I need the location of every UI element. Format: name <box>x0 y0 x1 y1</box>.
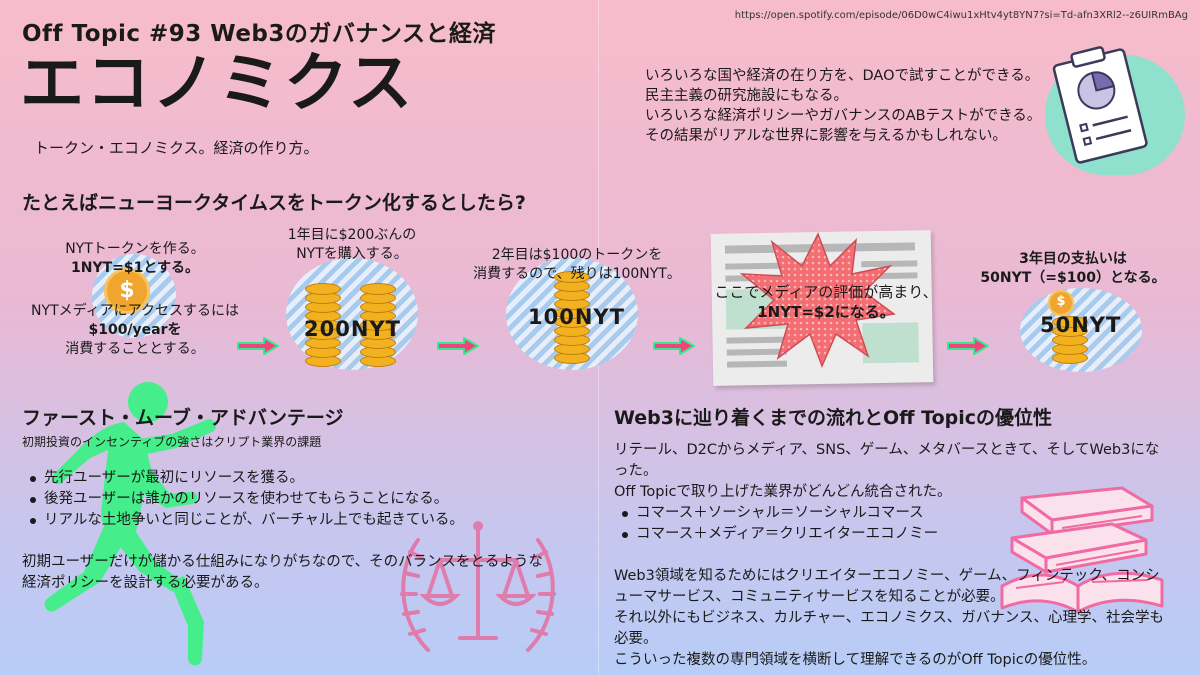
intro-line: いろいろな経済ポリシーやガバナンスのABテストができる。 <box>645 108 1042 124</box>
step1-line: NYTメディアにアクセスするには <box>31 303 239 319</box>
step1-line: 消費することとする。 <box>65 341 205 357</box>
topic-title: エコノミクス <box>20 47 415 121</box>
first-move-bullets: 先行ユーザーが最初にリソースを獲る。 後発ユーザーは誰かのリソースを使わせてもら… <box>22 468 464 531</box>
topic-subtitle: トークン・エコノミクス。経済の作り方。 <box>34 139 319 157</box>
intro-line: 民主主義の研究施設にもなる。 <box>645 88 848 104</box>
step3-line: 消費するので、残りは100NYT。 <box>473 266 681 282</box>
step2-text: 1年目に$200ぶんの NYTを購入する。 <box>262 226 442 264</box>
step4-text: ここでメディアの評価が高まり、 1NYT=$2になる。 <box>706 282 946 322</box>
step1-line: NYTトークンを作る。 <box>65 241 205 257</box>
para-line: それ以外にもビジネス、カルチャー、エコノミクス、ガバナンス、心理学、社会学も <box>614 610 1164 626</box>
step2-line: 1年目に$200ぶんの <box>287 227 417 243</box>
step4-line: ここでメディアの評価が高まり、 <box>714 283 938 301</box>
coin-stacks-icon <box>300 275 410 370</box>
books-icon <box>1000 486 1164 614</box>
first-move-closing: 初期ユーザーだけが儲かる仕組みになりがちなので、そのバランスをとるような 経済ポ… <box>22 552 543 594</box>
justice-scale-icon <box>400 521 556 652</box>
step5-text: 3年目の支払いは 50NYT（=$100）となる。 <box>958 250 1188 288</box>
para-line: Web3領域を知るためにはクリエイターエコノミー、ゲーム、フィンテック、コンシ <box>614 568 1160 584</box>
page-title: Off Topic #93 Web3のガバナンスと経済 <box>22 21 496 47</box>
para-line: Off Topicで取り上げた業界がどんどん統合された。 <box>614 484 952 500</box>
source-url[interactable]: https://open.spotify.com/episode/06D0wC4… <box>734 10 1188 21</box>
clipboard-chart-icon <box>1052 46 1148 164</box>
step5-line: 3年目の支払いは <box>1019 251 1127 267</box>
web3-flow-title: Web3に辿り着くまでの流れとOff Topicの優位性 <box>614 407 1053 429</box>
step4-line: 1NYT=$2になる。 <box>757 303 895 321</box>
web3-flow-bullets: コマース＋ソーシャル＝ソーシャルコマース コマース＋メディア＝クリエイターエコノ… <box>614 503 938 545</box>
list-item: リアルな土地争いと同じことが、バーチャル上でも起きている。 <box>22 510 464 531</box>
web3-flow-para1: リテール、D2Cからメディア、SNS、ゲーム、メタバースときて、そしてWeb3に… <box>614 440 1159 503</box>
step3-text: 2年目は$100のトークンを 消費するので、残りは100NYT。 <box>462 246 692 284</box>
intro-line: その結果がリアルな世界に影響を与えるかもしれない。 <box>645 128 1007 144</box>
list-item: コマース＋メディア＝クリエイターエコノミー <box>614 524 938 545</box>
para-line: 必要。 <box>614 631 658 647</box>
step1-text-top: NYTトークンを作る。 1NYT=$1とする。 <box>40 240 230 278</box>
first-move-title: ファースト・ムーブ・アドバンテージ <box>22 407 344 429</box>
arrow-right-icon <box>437 337 479 355</box>
closing-line: 初期ユーザーだけが儲かる仕組みになりがちなので、そのバランスをとるような <box>22 554 543 570</box>
step3-line: 2年目は$100のトークンを <box>491 247 663 263</box>
list-item: コマース＋ソーシャル＝ソーシャルコマース <box>614 503 938 524</box>
para-line: リテール、D2Cからメディア、SNS、ゲーム、メタバースときて、そしてWeb3に… <box>614 442 1160 458</box>
arrow-right-icon <box>237 337 279 355</box>
para-line: こういった複数の専門領域を横断して理解できるのがOff Topicの優位性。 <box>614 652 1097 668</box>
intro-line: いろいろな国や経済の在り方を、DAOで試すことができる。 <box>645 68 1040 84</box>
step5-line: 50NYT（=$100）となる。 <box>980 270 1166 286</box>
dollar-coin-icon: $ <box>104 268 150 314</box>
para-line: ューマサービス、コミュニティサービスを知ることが必要。 <box>614 589 1005 605</box>
step2-token-amount: 200NYT <box>304 317 401 341</box>
step3-token-amount: 100NYT <box>528 305 625 329</box>
dollar-coin-small-icon: $ <box>1048 290 1074 316</box>
closing-line: 経済ポリシーを設計する必要がある。 <box>22 575 269 591</box>
starburst-icon <box>739 232 896 368</box>
intro-paragraph: いろいろな国や経済の在り方を、DAOで試すことができる。 民主主義の研究施設にも… <box>645 66 1041 146</box>
list-item: 後発ユーザーは誰かのリソースを使わせてもらうことになる。 <box>22 489 464 510</box>
step1-line: 1NYT=$1とする。 <box>71 260 199 276</box>
step2-line: NYTを購入する。 <box>296 246 408 262</box>
first-move-note: 初期投資のインセンティブの強さはクリプト業界の課題 <box>22 435 322 449</box>
example-title: たとえばニューヨークタイムスをトークン化するとしたら? <box>22 192 526 214</box>
coin-stack-small-icon: $ <box>1048 290 1098 370</box>
para-line: った。 <box>614 463 658 479</box>
coin-stack-icon <box>548 268 598 368</box>
arrow-right-icon <box>653 337 695 355</box>
runner-icon <box>44 382 216 666</box>
step1-text-bottom: NYTメディアにアクセスするには $100/yearを 消費することとする。 <box>18 302 252 359</box>
arrow-right-icon <box>947 337 989 355</box>
step5-token-amount: 50NYT <box>1040 313 1122 337</box>
list-item: 先行ユーザーが最初にリソースを獲る。 <box>22 468 464 489</box>
step1-line: $100/yearを <box>88 322 182 338</box>
web3-flow-para2: Web3領域を知るためにはクリエイターエコノミー、ゲーム、フィンテック、コンシ … <box>614 566 1164 671</box>
